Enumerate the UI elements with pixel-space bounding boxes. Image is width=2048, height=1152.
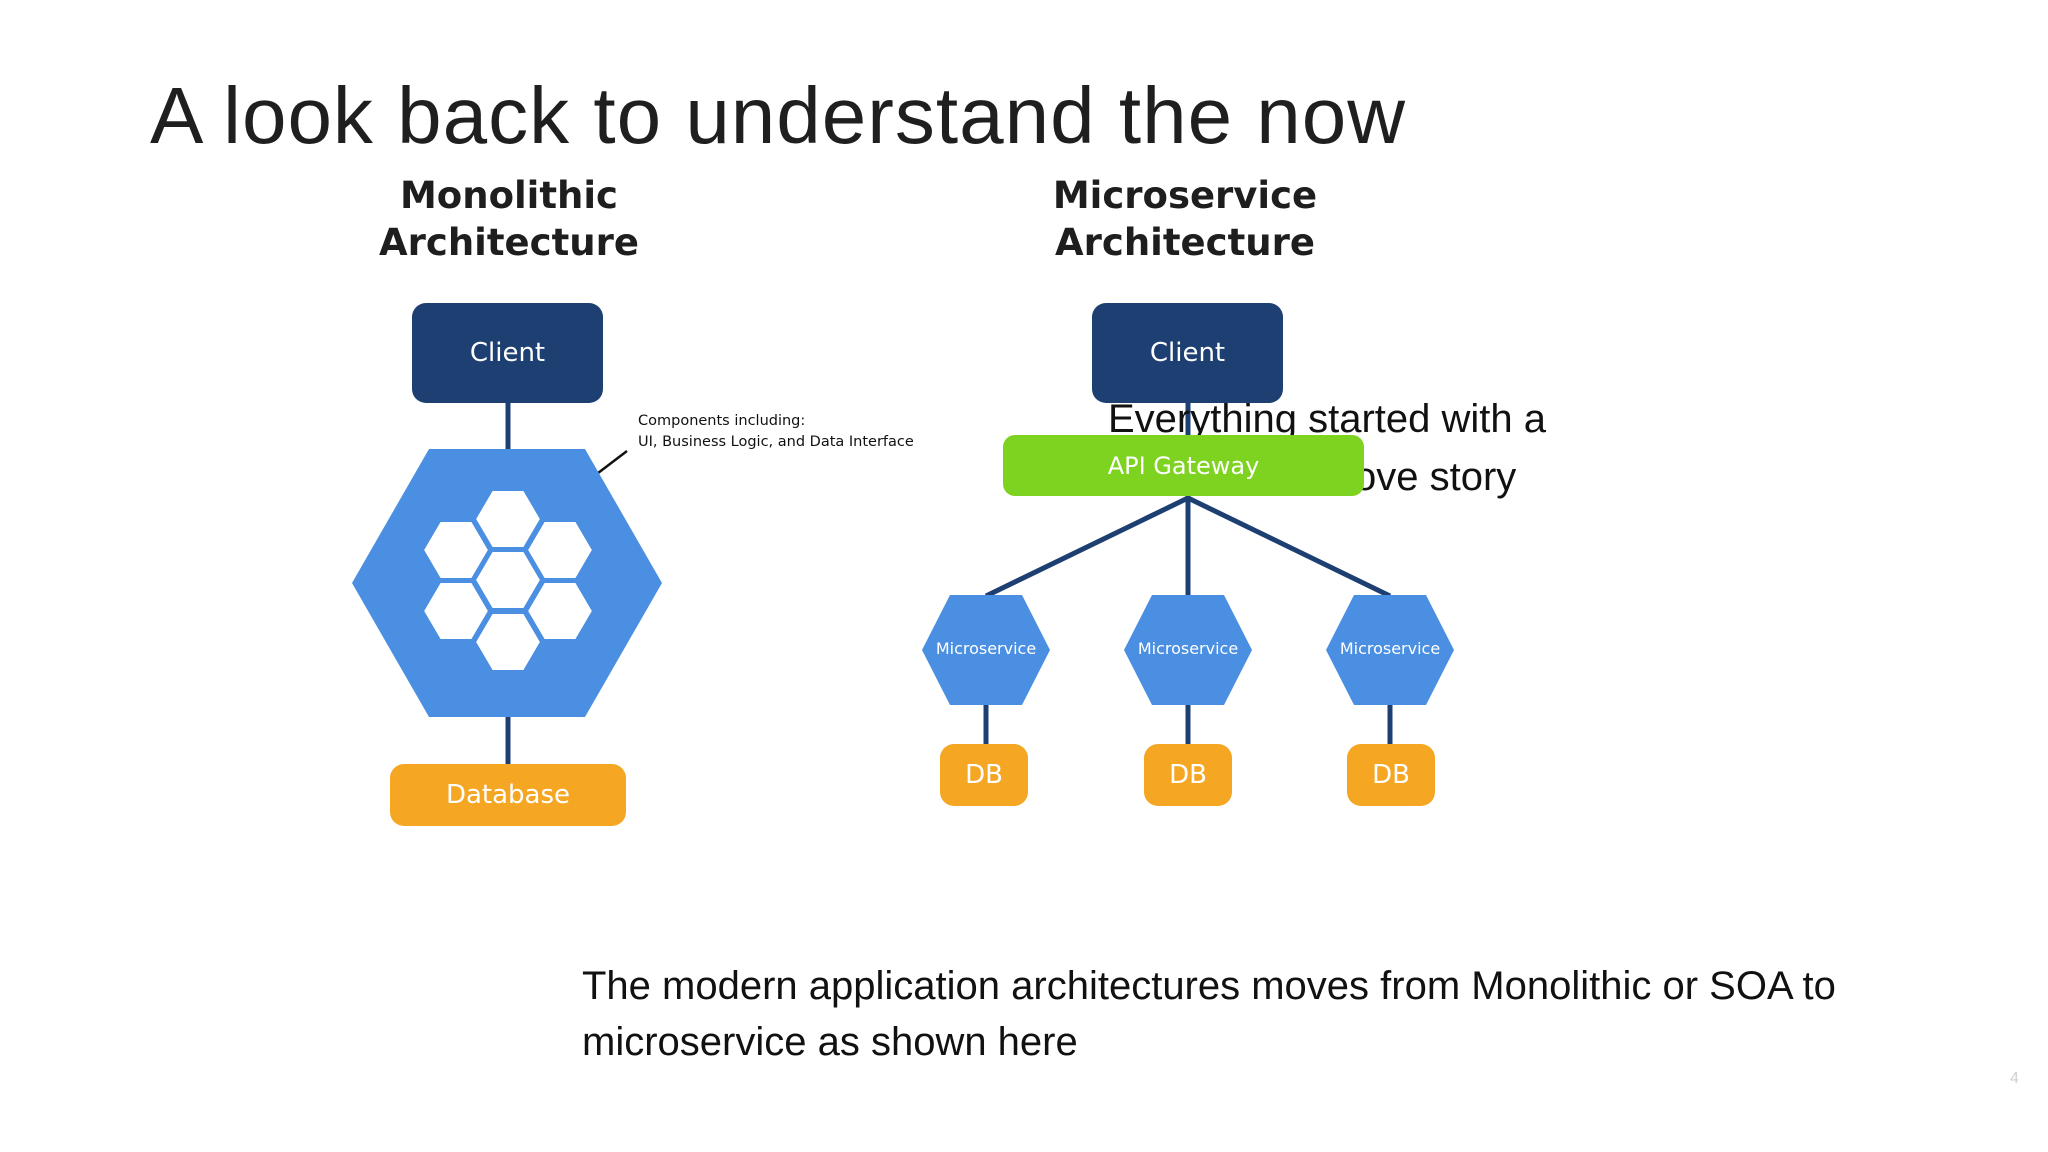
service2-hexagon (1124, 595, 1252, 705)
service1-label: Microservice (935, 639, 1037, 658)
annotation-line2: UI, Business Logic, and Data Interface (638, 434, 914, 450)
service3-hexagon (1326, 595, 1454, 705)
overlay-line2: ove story (1354, 455, 1517, 499)
honeycomb-cell-lower-right (525, 581, 595, 641)
microservice-heading: Microservice Architecture (975, 172, 1395, 266)
service1-db-label: DB (965, 760, 1003, 790)
mono-database-box: Database (390, 764, 626, 826)
service3-label: Microservice (1339, 639, 1441, 658)
overlay-story-text: Everything started with a ove story (1108, 390, 1546, 506)
service1-db-box: DB (940, 744, 1028, 806)
micro-client-label: Client (1149, 338, 1226, 368)
honeycomb-cell-upper-left (421, 520, 491, 580)
service3-db-label: DB (1372, 760, 1410, 790)
mono-client-box: Client (412, 303, 603, 403)
overlay-line1: Everything started with a (1108, 397, 1546, 441)
honeycomb-cell-lower-left (421, 581, 491, 641)
components-annotation: Components including: UI, Business Logic… (638, 411, 914, 453)
api-gateway-label: API Gateway (1107, 451, 1260, 480)
microservice-heading-line1: Microservice (1052, 174, 1318, 217)
monolith-honeycomb (421, 489, 595, 672)
honeycomb-cell-bottom (473, 612, 543, 672)
microservice-heading-line2: Architecture (1055, 221, 1315, 264)
mono-client-label: Client (469, 338, 546, 368)
service1-hexagon (922, 595, 1050, 705)
honeycomb-cell-center (473, 550, 543, 610)
service3-db-box: DB (1347, 744, 1435, 806)
monolithic-heading-line2: Architecture (379, 221, 639, 264)
service2-db-label: DB (1169, 760, 1207, 790)
mono-database-label: Database (445, 780, 571, 810)
caption-line2: microservice as shown here (582, 1020, 1078, 1064)
caption-line1: The modern application architectures mov… (582, 964, 1836, 1008)
monolithic-heading-line1: Monolithic (399, 174, 618, 217)
honeycomb-cell-upper-right (525, 520, 595, 580)
micro-branch-left (984, 495, 1190, 599)
service2-label: Microservice (1137, 639, 1239, 658)
micro-client-box: Client (1092, 303, 1283, 403)
slide-number: 4 (2010, 1070, 2019, 1087)
slide-caption: The modern application architectures mov… (582, 958, 1836, 1070)
monolithic-heading: Monolithic Architecture (299, 172, 719, 266)
micro-branch-right (1186, 495, 1392, 599)
honeycomb-cell-top (473, 489, 543, 549)
annotation-line1: Components including: (638, 413, 806, 429)
slide-title: A look back to understand the now (150, 71, 1407, 160)
service2-db-box: DB (1144, 744, 1232, 806)
api-gateway-box: API Gateway (1003, 435, 1364, 496)
